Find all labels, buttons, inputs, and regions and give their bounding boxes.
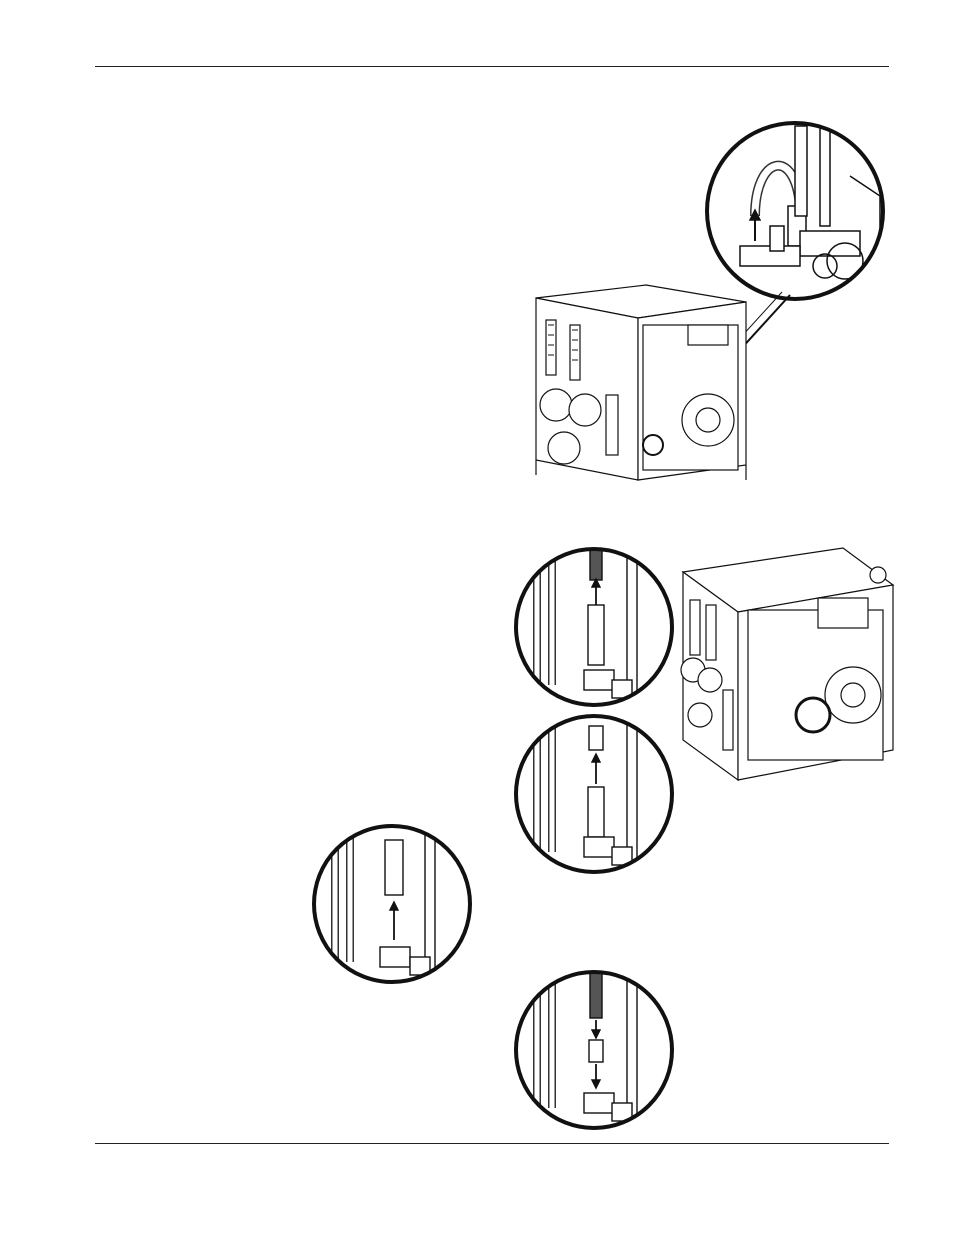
footer-rule [95,1143,889,1144]
unit-rear-view-top [528,280,753,495]
filter-step-1 [512,545,677,710]
filter-step-3 [310,822,475,987]
header-rule [95,66,889,67]
filter-step-4 [512,968,677,1133]
filter-step-2 [512,712,677,877]
unit-rear-view-bottom [678,540,898,790]
bypass-valve-detail [700,116,890,306]
